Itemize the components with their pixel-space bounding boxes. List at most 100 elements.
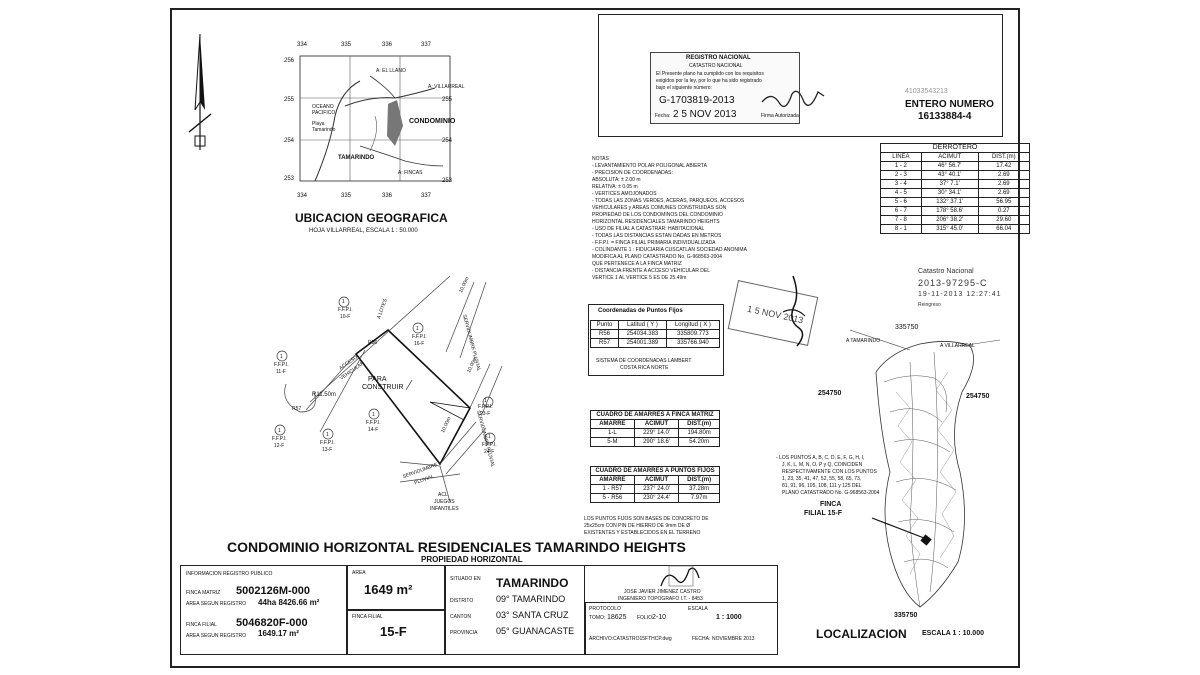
note-line: VERTICE 1 AL VERTICE 5 ES DE 25.49m (592, 275, 687, 281)
cell: 7.97m (678, 493, 720, 503)
entero-number: 16133884-4 (918, 111, 972, 122)
plan-r56: R56 (368, 340, 378, 346)
engineer-title: INGENIERO TOPOGRAFO I.T. - 8453 (618, 596, 703, 602)
info-situado-cell (445, 565, 585, 655)
cell: 178° 58.6' (920, 206, 979, 216)
grid-x-336-bottom: 336 (382, 193, 393, 199)
lot-ffpi: F.F.P.I. (482, 442, 497, 448)
registry-date-label: Fecha: (655, 113, 671, 119)
registry-frame (598, 14, 1003, 137)
note-line: - F.F.P.I. = FINCA FILIAL PRIMARIA INDIV… (592, 240, 716, 246)
cell: 1 - 2 (880, 161, 922, 171)
loc-coord-bottom: 335750 (894, 612, 918, 619)
info-protocolo-cell (585, 602, 778, 655)
loc-coord-left: 254750 (818, 390, 842, 397)
note-line: NOTAS (592, 156, 609, 162)
registry-date: 2 5 NOV 2013 (673, 109, 737, 120)
cell: 0.27 (977, 206, 1031, 216)
cell: 8 - 1 (880, 224, 922, 234)
note-line: - DISTANCIA FRENTE A ACCESO VEHICULAR DE… (592, 268, 710, 274)
cell: 37° 7.1' (920, 179, 979, 189)
cell: 17.42 (977, 161, 1031, 171)
note-line: - PRECISION DE COORDENADAS: (592, 170, 673, 176)
grid-y-254-right: 254 (442, 138, 453, 144)
grid-x-337-bottom: 337 (421, 193, 432, 199)
cell: 66.04 (977, 224, 1031, 234)
plan-r57: R57 (292, 406, 302, 412)
cell: 2.69 (977, 188, 1031, 198)
location-map (299, 55, 451, 182)
area-registro: 44ha 8426.66 m² (258, 598, 320, 607)
lot-13: 13-F (322, 447, 333, 453)
cell: 3 - 4 (880, 179, 922, 189)
loc-finca: FINCA (820, 501, 842, 508)
distrito-value: 09° TAMARINDO (496, 594, 566, 604)
cell: 230° 24.4' (633, 493, 680, 503)
situado-value: TAMARINDO (496, 576, 569, 590)
derrotero-header: DIST.(m) (977, 152, 1031, 162)
tomo-value: 18625 (607, 614, 627, 621)
derrotero-header: ACIMUT (920, 152, 979, 162)
coord-header: Punto (589, 320, 620, 330)
registry-stamp: REGISTRO NACIONAL CATASTRO NACIONAL El P… (650, 52, 800, 124)
plan-construir: CONSTRUIR (362, 384, 404, 391)
cell: 194.80m (678, 428, 720, 438)
plan-juegos: JUEGOS (434, 499, 455, 505)
info-filial-cell (347, 610, 445, 655)
grid-x-337: 337 (421, 42, 432, 48)
registry-firma: Firma Autorizada (761, 113, 799, 119)
label-playa: Playa Tamarindo (312, 121, 336, 133)
loc-note: - LOS PUNTOS A, B, C, D, E, F, G, H, I, (776, 455, 865, 461)
area-value: 1649 m² (364, 582, 413, 597)
amarres-header: AMARRE (590, 419, 635, 429)
area-label: AREA (352, 570, 366, 576)
filial-label: FINCA FILIAL (352, 614, 383, 620)
grid-y-255: 255 (284, 97, 295, 103)
entero-label: ENTERO NUMERO (905, 99, 994, 110)
lot-ffpi: F.F.P.I. (320, 440, 335, 446)
lot-ffpi: F.F.P.I. (412, 334, 427, 340)
loc-filial: FILIAL 15-F (804, 510, 842, 517)
entero-faint: 41033543213 (905, 88, 948, 95)
lot-10: 10-F (340, 314, 351, 320)
note-line: - LEVANTAMIENTO POLAR POLIGONAL ABIERTA (592, 163, 707, 169)
amarres-header: DIST.(m) (678, 419, 720, 429)
grid-y-254: 254 (284, 138, 295, 144)
lot-ffpi: F.F.P.I. (478, 404, 493, 410)
grid-x-334-bottom: 334 (297, 193, 308, 199)
lot-24: 24-F (484, 449, 495, 455)
engineer-name: JOSE JAVIER JIMENEZ CASTRO (624, 589, 701, 595)
grid-x-335: 335 (341, 42, 352, 48)
provincia-value: 05° GUANACASTE (496, 626, 575, 636)
cell: 1 - R57 (590, 484, 635, 494)
fecha-value: NOVIEMBRE 2013 (712, 636, 755, 642)
filial-value: 15-F (380, 624, 407, 639)
lot-one: 1 (488, 434, 491, 440)
label-el-llano: A: EL LLANO (376, 68, 406, 74)
derrotero-title: DERROTERO (880, 143, 1030, 153)
cell: 37.28m (678, 484, 720, 494)
cell: 229° 14.0' (633, 428, 680, 438)
cell: 290° 18.6' (633, 437, 680, 447)
area-registro2-label: AREA SEGUN REGISTRO (186, 633, 247, 639)
cell: 1-L (590, 428, 635, 438)
label-condominio: CONDOMINIO (409, 118, 456, 125)
sub-title: PROPIEDAD HORIZONTAL (421, 555, 523, 564)
fijos-note2: 25x25cm CON PIN DE HIERRO DE 9mm DE Ø (584, 523, 691, 529)
note-line: QUE PERTENECE A LA FINCA MATRIZ (592, 261, 682, 267)
finca-filial-label: FINCA FILIAL (186, 622, 217, 628)
cell: 206° 38.2' (920, 215, 979, 225)
label-oceano: OCEANO PACIFICO (312, 104, 336, 116)
catastro-line4: Reingreso (918, 302, 941, 308)
lot-23: 23-F (480, 411, 491, 417)
coord-header: Longitud ( X ) (665, 320, 721, 330)
situado-label: SITUADO EN (450, 576, 481, 582)
registry-number: G-1703819-2013 (659, 95, 735, 106)
